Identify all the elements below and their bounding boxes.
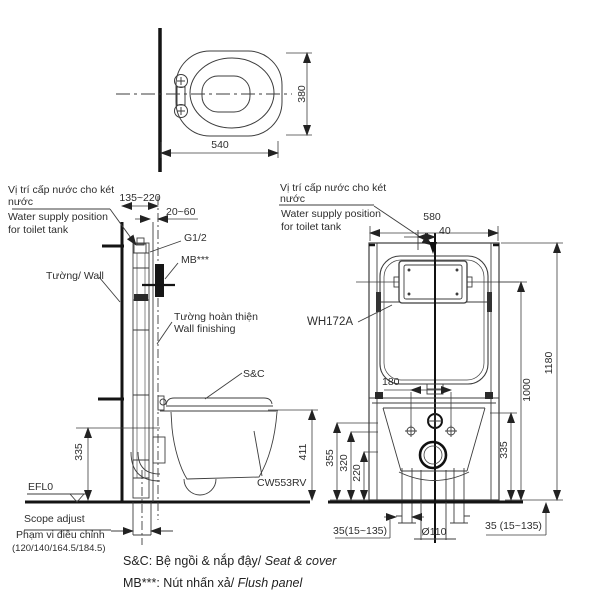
plan-depth-dim: 380 xyxy=(296,85,308,103)
bottom-left-adjust-dim: 35(15~135) xyxy=(333,525,388,537)
front-supply-label-vi-2: nước xyxy=(280,193,306,205)
scope-adjust-label-vi: Phạm vi điều chỉnh xyxy=(16,529,105,541)
side-rim-height-dim: 335 xyxy=(73,443,85,461)
bolt-spacing-dim: 180 xyxy=(382,376,400,388)
front-view-lines xyxy=(279,204,563,543)
total-height-dim: 1180 xyxy=(543,351,555,375)
front-supply-label-en-2: for toilet tank xyxy=(281,221,342,233)
frame-model-label: WH172A xyxy=(307,316,354,328)
side-view-lines xyxy=(12,196,318,545)
wall-finishing-label-vi: Tường hoàn thiện xyxy=(174,311,258,323)
front-height-dim-320: 320 xyxy=(338,454,350,472)
legend-seat-cover: S&C: Bệ ngồi & nắp đậy/ Seat & cover xyxy=(123,554,337,568)
seat-cover-ref-label: S&C xyxy=(243,368,265,380)
front-height-dim-220: 220 xyxy=(351,464,363,482)
front-rim-height-dim: 335 xyxy=(498,441,510,459)
plan-view-lines xyxy=(116,28,312,172)
bowl-model-label: CW553RV xyxy=(257,477,307,489)
side-supply-label-vi-1: Vị trí cấp nước cho két xyxy=(8,184,115,196)
legend-seat-cover-en: Seat & cover xyxy=(261,554,337,568)
wall-label: Tường/ Wall xyxy=(46,270,104,282)
supply-offset-dim: 40 xyxy=(439,225,451,237)
side-supply-label-vi-2: nước xyxy=(8,196,34,208)
supply-fitting-label: G1/2 xyxy=(184,232,207,244)
drain-diameter-dim: Ø110 xyxy=(421,526,447,538)
scope-adjust-label-en: Scope adjust xyxy=(24,513,85,525)
side-supply-label-en-2: for toilet tank xyxy=(8,224,69,236)
front-height-dim-355: 355 xyxy=(324,449,336,467)
legend-flush-panel-en: Flush panel xyxy=(234,576,303,590)
supply-height-dim: 1000 xyxy=(521,378,533,402)
legend-flush-panel-text: MB***: Nút nhấn xả/ xyxy=(123,576,235,590)
plan-width-dim: 540 xyxy=(211,139,229,151)
side-supply-label-en-1: Water supply position xyxy=(8,211,108,223)
wall-finishing-label-en: Wall finishing xyxy=(174,323,236,335)
front-supply-label-vi-1: Vị trí cấp nước cho két xyxy=(280,182,387,194)
side-seat-height-dim: 411 xyxy=(297,443,309,461)
legend-seat-cover-text: S&C: Bệ ngồi & nắp đậy/ xyxy=(123,554,262,568)
legend-flush-panel: MB***: Nút nhấn xả/ Flush panel xyxy=(123,576,303,590)
floor-level-label: EFL0 xyxy=(28,481,54,493)
scope-adjust-values: (120/140/164.5/184.5) xyxy=(12,543,106,554)
front-width-dim: 580 xyxy=(423,211,441,223)
side-finish-range-dim: 20~60 xyxy=(166,206,196,218)
side-wall-range-dim: 135~220 xyxy=(119,192,161,204)
front-supply-label-en-1: Water supply position xyxy=(281,208,381,220)
bottom-right-adjust-dim: 35 (15~135) xyxy=(485,520,542,532)
flush-panel-ref-label: MB*** xyxy=(181,254,210,266)
